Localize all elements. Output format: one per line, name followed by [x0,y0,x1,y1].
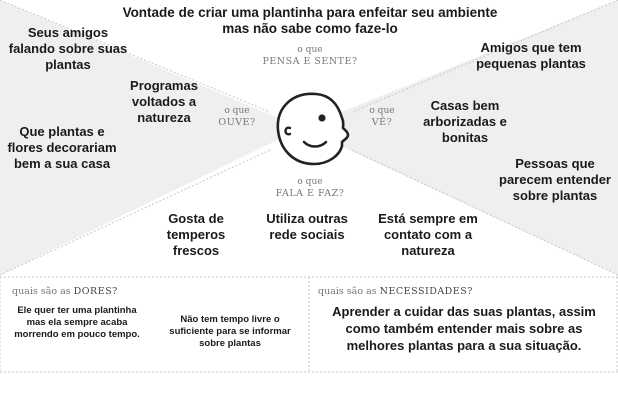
fala-label: o que FALA E FAZ? [275,177,345,200]
ouve-quadrant-shade [0,0,302,275]
necessidades-text: Aprender a cuidar das suas plantas, assi… [332,304,596,353]
note-programas: Programas voltados a natureza [130,78,198,125]
ve-quadrant-shade [302,0,618,275]
ouve-label: o que OUVE? [218,106,256,129]
note-amigos-falando: Seus amigos falando sobre suas plantas [8,25,128,72]
necessidades-label: quais são as NECESSIDADES? [318,286,473,297]
note-casas: Casas bem arborizadas e bonitas [423,98,507,145]
page-title: Vontade de criar uma plantinha para enfe… [122,5,498,37]
note-gosta: Gosta de temperos frescos [166,211,226,258]
face-icon [276,92,350,166]
note-amigos-pequenas: Amigos que tem pequenas plantas [476,40,586,71]
ve-label: o que VÊ? [369,106,395,129]
dores-item-2: Não tem tempo livre o suficiente para se… [169,314,291,350]
note-esta: Está sempre em contato com a natureza [378,211,478,258]
note-pessoas: Pessoas que parecem entender sobre plant… [499,156,611,203]
note-que-plantas: Que plantas e flores decorariam bem a su… [7,124,117,171]
note-utiliza: Utiliza outras rede sociais [266,211,348,242]
pensa-label: o que PENSA E SENTE? [262,45,358,68]
dores-label: quais são as DORES? [12,286,118,297]
dores-item-1: Ele quer ter uma plantinha mas ela sempr… [14,305,140,341]
